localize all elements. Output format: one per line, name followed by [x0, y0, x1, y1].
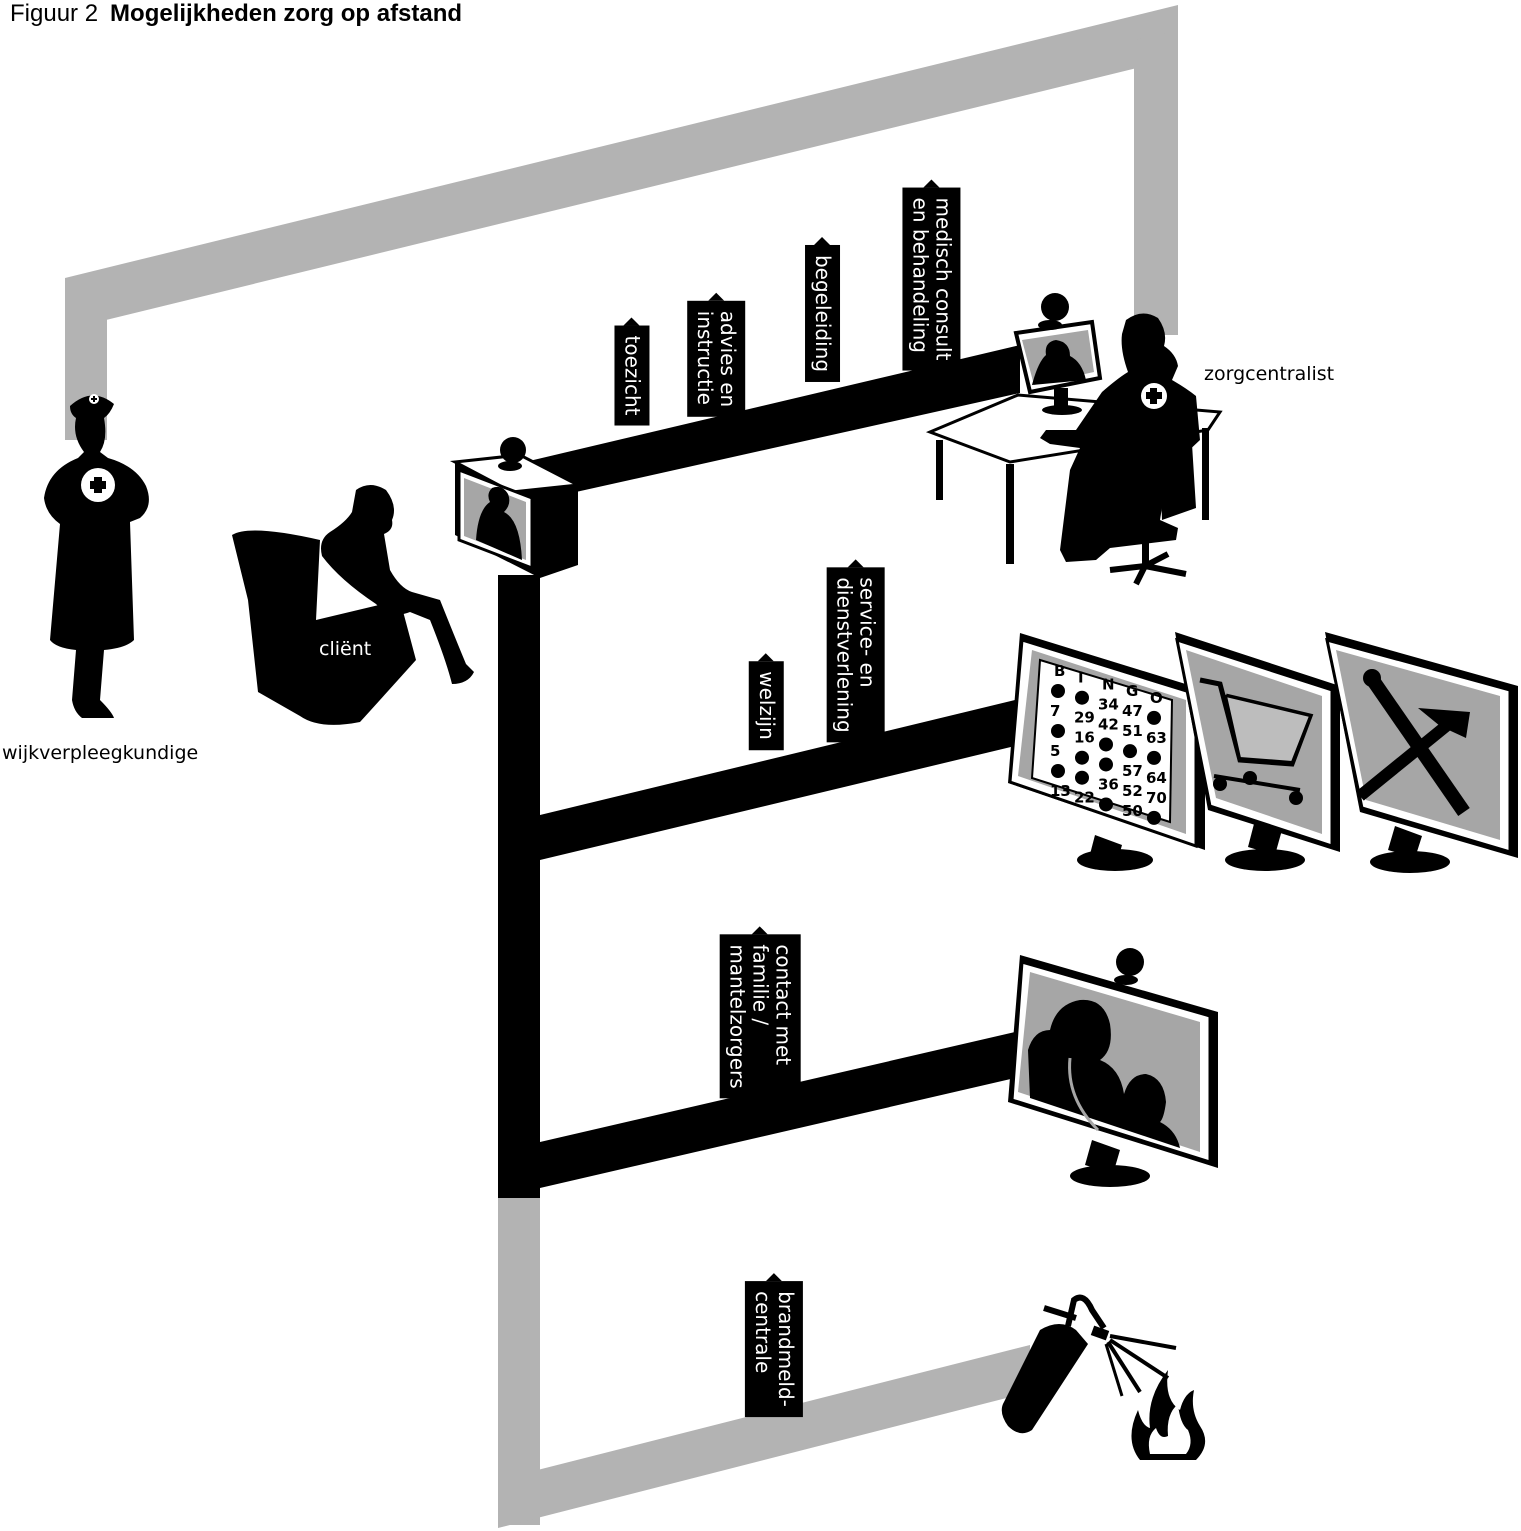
tv-camera-icon [449, 437, 584, 578]
tag-begeleiding: begeleiding [805, 244, 841, 383]
bingo-marked-dot [1147, 710, 1161, 725]
bingo-number: 50 [1122, 802, 1143, 820]
bingo-marked-dot [1075, 750, 1089, 765]
operator-desk-icon [925, 293, 1223, 586]
grey-frame [65, 5, 1178, 1528]
figure-title-text: Mogelijkheden zorg op afstand [110, 0, 463, 27]
grey-frame-bottom [498, 1345, 1030, 1528]
black-lines [498, 345, 1020, 1198]
bingo-number: 16 [1074, 729, 1095, 747]
bingo-number: 47 [1122, 702, 1143, 720]
bingo-header-letter: I [1078, 669, 1084, 687]
bingo-marked-dot [1075, 690, 1089, 705]
line-top [525, 345, 1020, 500]
tag-brandmeldcentrale: brandmeld- centrale [744, 1281, 803, 1417]
tag-advies-instructie: advies en instructie [687, 300, 746, 418]
line-family [540, 1032, 1015, 1188]
flame-icon [1131, 1370, 1206, 1460]
grey-frame-bottom-left [498, 1190, 540, 1525]
bingo-number: 70 [1146, 789, 1167, 807]
tools-monitor-icon [1325, 632, 1518, 873]
label-operator: zorgcentralist [1204, 363, 1335, 385]
tag-contact-familie: contact met familie / mantelzorgers [719, 934, 801, 1099]
bingo-number: 22 [1074, 789, 1095, 807]
family-video-monitor-icon [1008, 948, 1218, 1187]
tag-medisch-consult: medisch consult en behandeling [902, 187, 961, 371]
bingo-header-letter: O [1150, 689, 1163, 707]
bingo-marked-dot [1099, 737, 1113, 752]
bingo-number: 29 [1074, 709, 1095, 727]
client-armchair-icon [232, 485, 474, 725]
bingo-number: 42 [1098, 715, 1119, 733]
grey-frame-top [65, 5, 1178, 330]
bingo-header-letter: G [1126, 682, 1138, 700]
bingo-header-letter: B [1054, 662, 1065, 680]
bingo-marked-dot [1051, 724, 1065, 738]
tag-toezicht: toezicht [614, 325, 650, 426]
bingo-marked-dot [1051, 684, 1065, 698]
bingo-number: 63 [1146, 729, 1167, 747]
bingo-number: 52 [1122, 782, 1143, 800]
line-middle [540, 700, 1015, 860]
label-nurse: wijkverpleegkundige [2, 742, 199, 764]
bingo-number: 5 [1050, 742, 1060, 760]
grey-frame-right [1134, 30, 1178, 335]
bingo-marked-dot [1123, 744, 1137, 759]
line-vertical [498, 575, 540, 1198]
bingo-number: 51 [1122, 722, 1143, 740]
bingo-number: 34 [1098, 695, 1119, 713]
bingo-header-letter: N [1102, 675, 1115, 693]
bingo-marked-dot [1147, 810, 1161, 825]
bingo-marked-dot [1147, 750, 1161, 765]
bingo-marked-dot [1099, 797, 1113, 812]
figure-number: Figuur 2 [10, 0, 99, 27]
nurse-icon [44, 394, 149, 718]
bingo-number: 13 [1050, 782, 1071, 800]
bingo-number: 57 [1122, 762, 1143, 780]
tag-welzijn: welzijn [748, 661, 784, 750]
bingo-marked-dot [1051, 764, 1065, 778]
fire-extinguisher-icon [1001, 1294, 1177, 1434]
shopping-cart-monitor-icon [1175, 632, 1340, 871]
bingo-number: 7 [1050, 702, 1060, 720]
figure-title: Figuur 2 Mogelijkheden zorg op afstand [10, 0, 462, 28]
bingo-number: 64 [1146, 769, 1167, 787]
tag-service-dienstverlening: service- en dienstverlening [826, 567, 885, 743]
bingo-number: 36 [1098, 775, 1119, 793]
bingo-marked-dot [1099, 757, 1113, 772]
label-client: cliënt [319, 638, 372, 660]
bingo-marked-dot [1075, 770, 1089, 785]
